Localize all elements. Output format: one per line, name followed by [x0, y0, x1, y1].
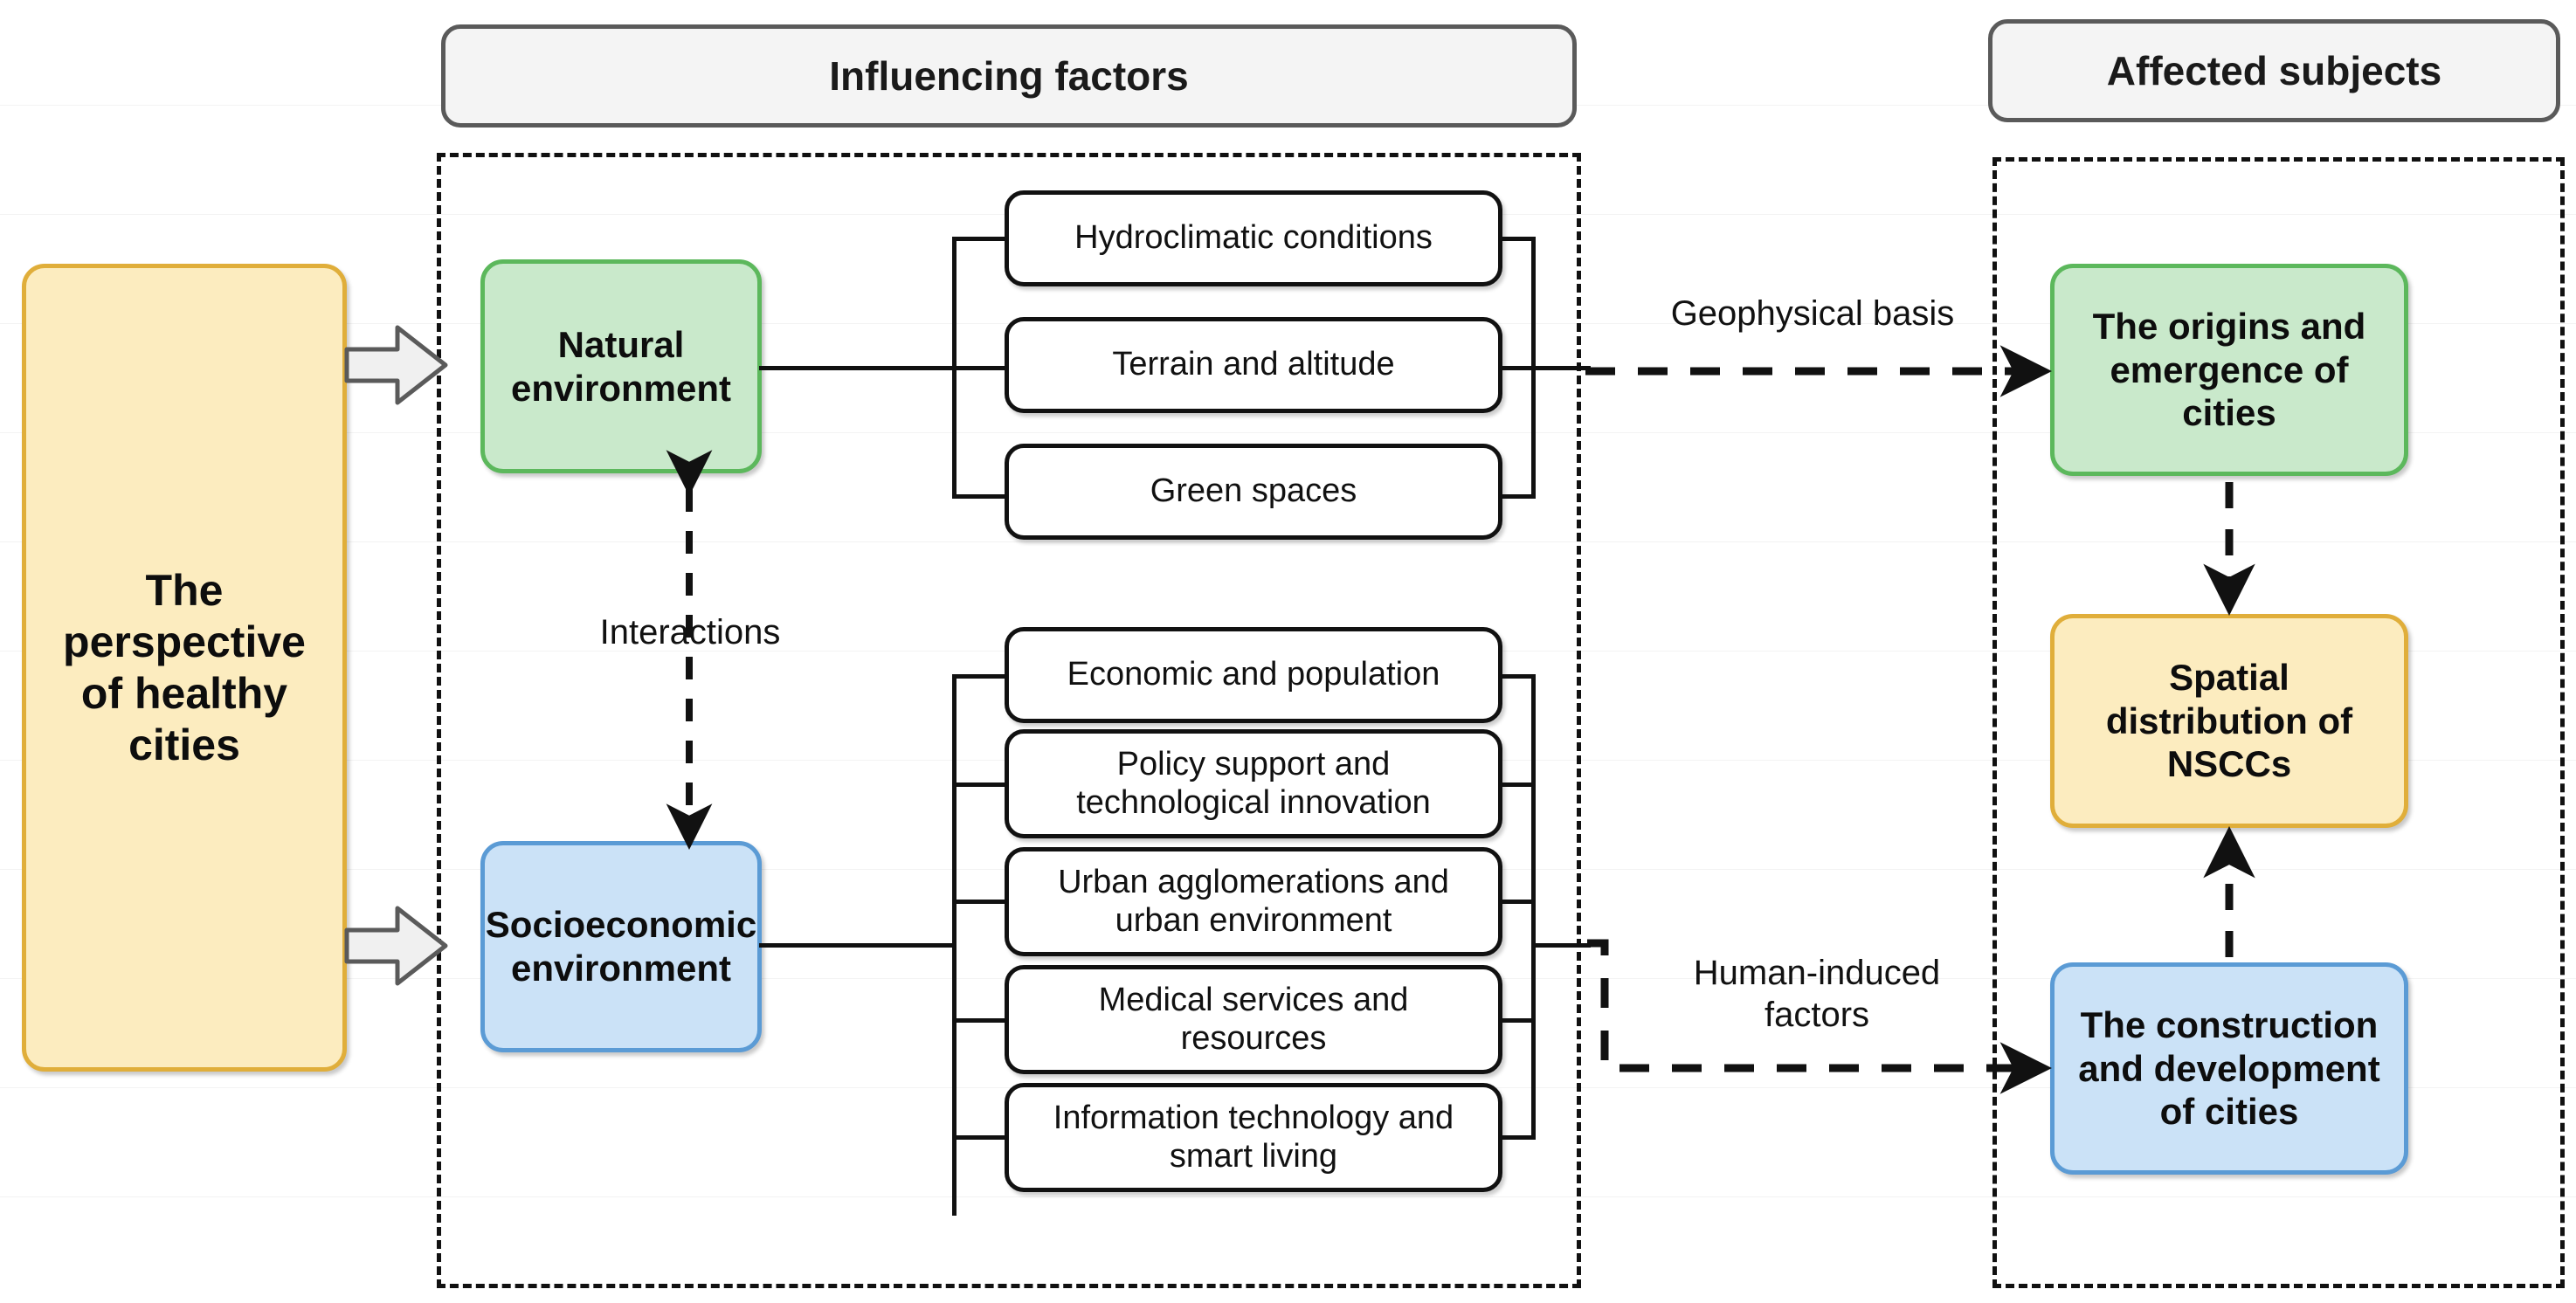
sub-item-box[interactable]: Medical services and resources [1005, 965, 1502, 1074]
sub-item-box[interactable]: Information technology and smart living [1005, 1083, 1502, 1192]
interactions-label: Interactions [599, 613, 781, 652]
connector-line [1531, 943, 1591, 948]
connector-line [759, 366, 957, 370]
bracket-line [952, 494, 1006, 499]
background-rule [0, 432, 2576, 433]
bracket-line [952, 1135, 1006, 1140]
natural-environment-box[interactable]: Natural environment [480, 259, 762, 473]
bracket-line [952, 237, 1006, 241]
bracket-line [952, 1018, 1006, 1023]
bracket-line [1501, 900, 1536, 904]
connector-line [759, 943, 957, 948]
bracket-line [1501, 237, 1536, 241]
human-induced-factors-label: Human-induced factors [1693, 954, 1941, 1034]
bracket-line [1501, 1018, 1536, 1023]
background-rule [0, 1196, 2576, 1197]
sub-item-box[interactable]: Economic and population [1005, 627, 1502, 723]
header-affected-subjects: Affected subjects [1988, 19, 2560, 122]
background-rule [0, 541, 2576, 542]
sub-item-box[interactable]: Urban agglomerations and urban environme… [1005, 847, 1502, 956]
bracket-line [952, 900, 1006, 904]
block-arrow-to-natural [344, 325, 448, 405]
socioeconomic-environment-box[interactable]: Socioeconomic environment [480, 841, 762, 1052]
block-arrow-to-socioeconomic [344, 906, 448, 986]
spatial-distribution-of-nsccs-box[interactable]: Spatial distribution of NSCCs [2050, 614, 2408, 828]
header-influencing-factors: Influencing factors [441, 24, 1577, 128]
perspective-of-healthy-cities-box[interactable]: The perspective of healthy cities [22, 264, 347, 1072]
bracket-line [1501, 366, 1536, 370]
construction-and-development-of-cities-box[interactable]: The construction and development of citi… [2050, 962, 2408, 1175]
sub-item-box[interactable]: Terrain and altitude [1005, 317, 1502, 413]
influencing-factors-panel [437, 153, 1581, 1288]
sub-item-box[interactable]: Green spaces [1005, 444, 1502, 540]
bracket-line [952, 674, 957, 1216]
connector-line [1531, 366, 1591, 370]
sub-item-box[interactable]: Hydroclimatic conditions [1005, 190, 1502, 286]
bracket-line [952, 674, 1006, 679]
bracket-line [1501, 674, 1536, 679]
bracket-line [1501, 1135, 1536, 1140]
bracket-line [952, 782, 1006, 787]
bracket-line [1531, 674, 1536, 1139]
sub-item-box[interactable]: Policy support and technological innovat… [1005, 729, 1502, 838]
bracket-line [1501, 782, 1536, 787]
affected-subjects-panel [1992, 157, 2565, 1288]
geophysical-basis-label: Geophysical basis [1670, 294, 1955, 333]
origins-and-emergence-of-cities-box[interactable]: The origins and emergence of cities [2050, 264, 2408, 476]
bracket-line [1501, 494, 1536, 499]
bracket-line [952, 366, 1006, 370]
